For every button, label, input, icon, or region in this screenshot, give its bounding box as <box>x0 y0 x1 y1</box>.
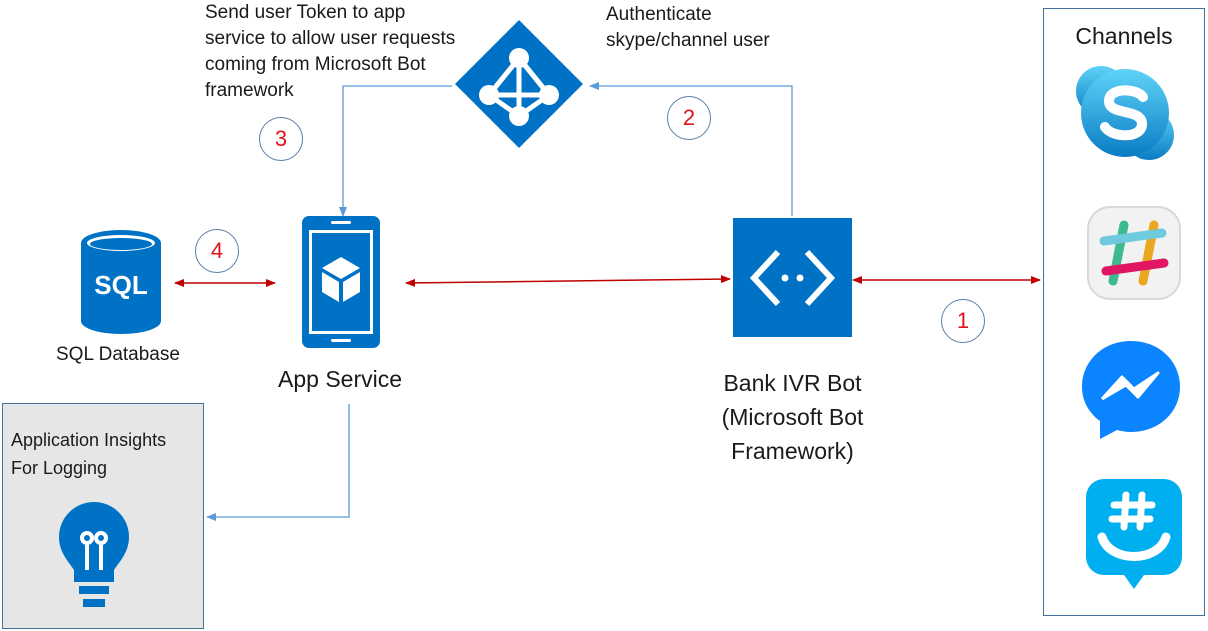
slack-icon[interactable] <box>1086 205 1182 301</box>
app-service-label: App Service <box>278 366 403 392</box>
step-3-badge: 3 <box>259 117 303 161</box>
sql-database-label: SQL Database <box>56 344 180 365</box>
send-token-line-4: framework <box>205 80 294 101</box>
authenticate-line-1: Authenticate <box>606 4 712 25</box>
messenger-icon[interactable] <box>1078 337 1184 443</box>
azure-active-directory-icon <box>455 20 583 148</box>
bot-label: Bank IVR Bot (Microsoft Bot Framework) <box>690 366 895 468</box>
send-token-line-3: coming from Microsoft Bot <box>205 54 426 75</box>
bot-service-icon <box>733 218 852 337</box>
ad-app-arrow <box>339 85 452 217</box>
send-token-line-1: Send user Token to app <box>205 2 406 23</box>
sql-icon-text: SQL <box>94 270 148 300</box>
bot-ad-arrow <box>589 82 793 216</box>
skype-icon[interactable] <box>1074 64 1176 162</box>
step-4-badge: 4 <box>195 229 239 273</box>
channels-title: Channels <box>1075 23 1173 49</box>
insights-label-line-2: For Logging <box>11 458 108 478</box>
bot-label-line-1: Bank IVR Bot <box>723 370 862 396</box>
bot-label-line-2: (Microsoft Bot <box>721 404 864 430</box>
send-token-note: Send user Token to app service to allow … <box>205 0 455 104</box>
app-service-icon <box>302 216 380 348</box>
authenticate-note: Authenticate skype/channel user <box>606 2 770 54</box>
groupme-icon[interactable] <box>1084 477 1184 593</box>
step-1-badge: 1 <box>941 299 985 343</box>
lightbulb-icon <box>59 502 129 607</box>
bot-label-line-3: Framework) <box>731 438 854 464</box>
step-2-badge: 2 <box>667 96 711 140</box>
insights-label: Application Insights For Logging <box>11 426 166 482</box>
application-insights-box: Application Insights For Logging <box>2 403 204 629</box>
sql-database-icon: SQL <box>81 230 161 334</box>
send-token-line-2: service to allow user requests <box>205 28 456 49</box>
authenticate-line-2: skype/channel user <box>606 30 770 51</box>
insights-label-line-1: Application Insights <box>11 430 167 450</box>
app-insights-arrow <box>206 404 350 521</box>
channels-panel: Channels <box>1043 8 1205 616</box>
app-bot-arrow <box>405 275 731 287</box>
